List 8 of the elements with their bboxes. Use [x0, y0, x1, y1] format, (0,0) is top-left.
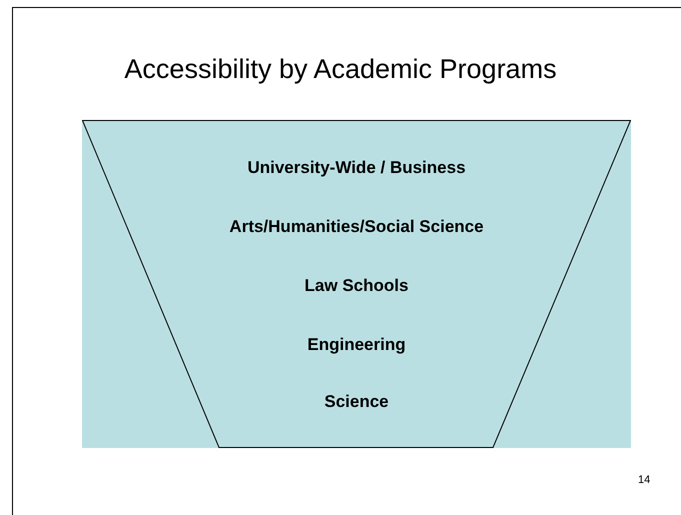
- page-number: 14: [638, 474, 650, 486]
- funnel-level-text: Engineering: [307, 335, 406, 355]
- slide-title: Accessibility by Academic Programs: [123, 54, 558, 85]
- funnel-level-text: University-Wide / Business: [247, 158, 466, 178]
- funnel-level-text: Law Schools: [304, 276, 408, 296]
- funnel-diagram: [82, 120, 631, 448]
- funnel-level-text: Arts/Humanities/Social Science: [229, 217, 484, 237]
- funnel-level-text: Science: [324, 392, 389, 412]
